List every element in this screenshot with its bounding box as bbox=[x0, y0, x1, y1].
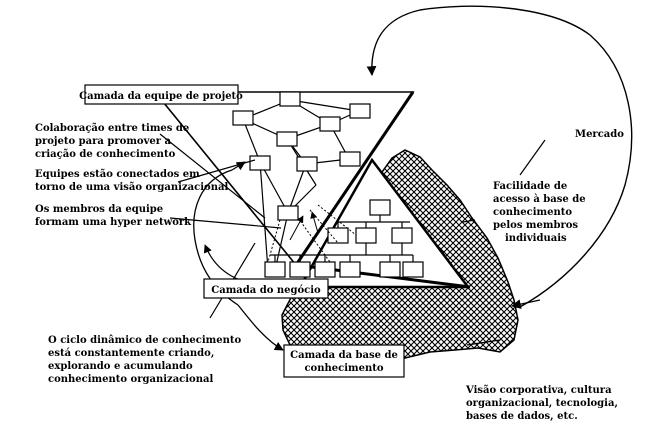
svg-text:Os membros da equipe: Os membros da equipe bbox=[35, 204, 163, 215]
kb-layer-label-1: Camada da base de bbox=[290, 350, 398, 361]
business-layer-label-box bbox=[203, 278, 329, 299]
svg-text:O ciclo dinâmico de conhecimen: O ciclo dinâmico de conhecimento bbox=[48, 335, 241, 346]
svg-text:conhecimento: conhecimento bbox=[493, 207, 572, 218]
hypernetwork-label: Os membros da equipe formam uma hyper ne… bbox=[35, 204, 192, 228]
business-layer-label: Camada do negócio bbox=[211, 285, 321, 296]
svg-text:criação de conhecimento: criação de conhecimento bbox=[35, 149, 176, 160]
team-layer-label: Camada da equipe de projeto bbox=[79, 91, 243, 102]
svg-text:Visão corporativa, cultura: Visão corporativa, cultura bbox=[465, 385, 612, 396]
svg-text:organizacional, tecnologia,: organizacional, tecnologia, bbox=[466, 398, 618, 409]
team-layer-label-box bbox=[84, 84, 239, 105]
svg-text:explorando e acumulando: explorando e acumulando bbox=[48, 361, 193, 372]
corporate-label: Visão corporativa, cultura organizaciona… bbox=[465, 385, 618, 422]
market-loop-arrow bbox=[366, 5, 633, 308]
svg-text:projeto para promover a: projeto para promover a bbox=[35, 136, 171, 147]
market-label: Mercado bbox=[575, 129, 624, 140]
kb-layer-label-2: conhecimento bbox=[304, 363, 383, 374]
svg-text:acesso à base de: acesso à base de bbox=[493, 194, 586, 205]
svg-text:conhecimento organizacional: conhecimento organizacional bbox=[48, 374, 213, 385]
svg-text:individuais: individuais bbox=[505, 233, 567, 244]
teams-connected-label: Equipes estão conectados em torno de uma… bbox=[35, 169, 228, 193]
svg-text:Colaboração entre times de: Colaboração entre times de bbox=[35, 123, 189, 134]
svg-text:bases de dados, etc.: bases de dados, etc. bbox=[466, 411, 578, 422]
team-nodes bbox=[232, 91, 371, 221]
svg-text:pelos membros: pelos membros bbox=[493, 220, 578, 231]
business-nodes bbox=[264, 199, 424, 278]
svg-text:Equipes estão conectados em: Equipes estão conectados em bbox=[35, 169, 200, 180]
svg-text:formam uma hyper network: formam uma hyper network bbox=[35, 217, 192, 228]
business-hierarchy bbox=[270, 215, 414, 262]
collab-label: Colaboração entre times de projeto para … bbox=[35, 123, 189, 160]
kb-layer-label-box bbox=[283, 344, 405, 378]
dotted-links bbox=[267, 204, 357, 263]
access-label: Facilidade de acesso à base de conhecime… bbox=[493, 181, 586, 244]
svg-text:está constantemente criando,: está constantemente criando, bbox=[48, 348, 214, 359]
svg-text:Facilidade de: Facilidade de bbox=[493, 181, 567, 192]
svg-text:torno de uma visão organizacio: torno de uma visão organizacional bbox=[35, 182, 228, 193]
cycle-label: O ciclo dinâmico de conhecimento está co… bbox=[48, 335, 241, 385]
